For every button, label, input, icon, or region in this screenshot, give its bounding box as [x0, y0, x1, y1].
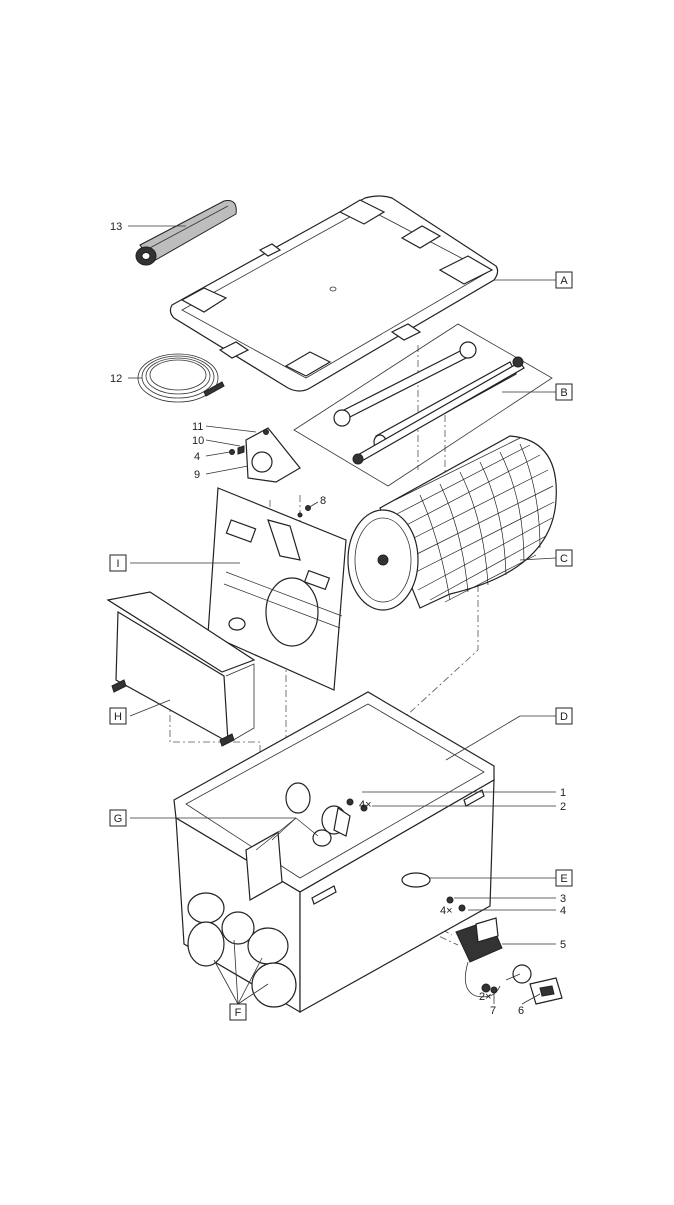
label-box-a	[555, 271, 573, 289]
roller-assembly-part-b	[293, 323, 553, 487]
label-7: 7	[490, 1005, 496, 1017]
label-box-b	[555, 383, 573, 401]
label-8: 8	[320, 495, 326, 507]
label-9: 9	[194, 469, 200, 481]
lid-part-a	[169, 195, 499, 392]
connector-part-6	[505, 964, 563, 1005]
label-box-i	[109, 554, 127, 572]
label-d: D	[560, 711, 568, 723]
label-b: B	[560, 387, 567, 399]
hose-coil-part-12	[137, 353, 225, 403]
roll-part-13	[135, 200, 237, 266]
label-5: 5	[560, 939, 566, 951]
leader-lines	[128, 225, 557, 1005]
label-1: 1	[560, 787, 566, 799]
label-box-c	[555, 549, 573, 567]
label-c: C	[560, 553, 568, 565]
label-h: H	[114, 711, 122, 723]
qty-4x-bottom: 4×	[440, 905, 453, 917]
qty-2x: 2×	[479, 991, 492, 1003]
control-unit-part-5	[455, 917, 503, 998]
small-hardware	[229, 449, 498, 994]
letter-label-boxes	[109, 271, 573, 1021]
letter-labels: A B C D E F G H I	[114, 275, 569, 1019]
label-f: F	[235, 1007, 242, 1019]
label-g: G	[114, 813, 123, 825]
module-parts-9-11	[237, 427, 301, 483]
label-box-e	[555, 869, 573, 887]
label-11: 11	[192, 421, 203, 433]
label-box-d	[555, 707, 573, 725]
drum-filter-part-c	[347, 435, 557, 611]
qty-4x-top: 4×	[359, 799, 372, 811]
label-box-h	[109, 707, 127, 725]
label-2: 2	[560, 801, 566, 813]
label-13: 13	[110, 221, 122, 233]
label-12: 12	[110, 373, 122, 385]
quantity-marks: 4× 4× 2×	[359, 799, 492, 1003]
label-3: 3	[560, 893, 566, 905]
separation-plate-part-i	[207, 487, 347, 691]
label-box-g	[109, 809, 127, 827]
label-10: 10	[192, 435, 204, 447]
filter-sheet-part-h	[106, 591, 256, 747]
label-e: E	[560, 873, 567, 885]
number-labels: 13 12 11 10 4 9 8 1 2 3 4 5 6 7	[110, 221, 566, 1017]
label-i: I	[116, 558, 119, 570]
ports-part-f	[187, 892, 297, 1008]
label-box-f	[229, 1003, 247, 1021]
label-a: A	[560, 275, 568, 287]
label-4-top: 4	[194, 451, 200, 463]
label-6: 6	[518, 1005, 524, 1017]
label-4-bottom: 4	[560, 905, 566, 917]
